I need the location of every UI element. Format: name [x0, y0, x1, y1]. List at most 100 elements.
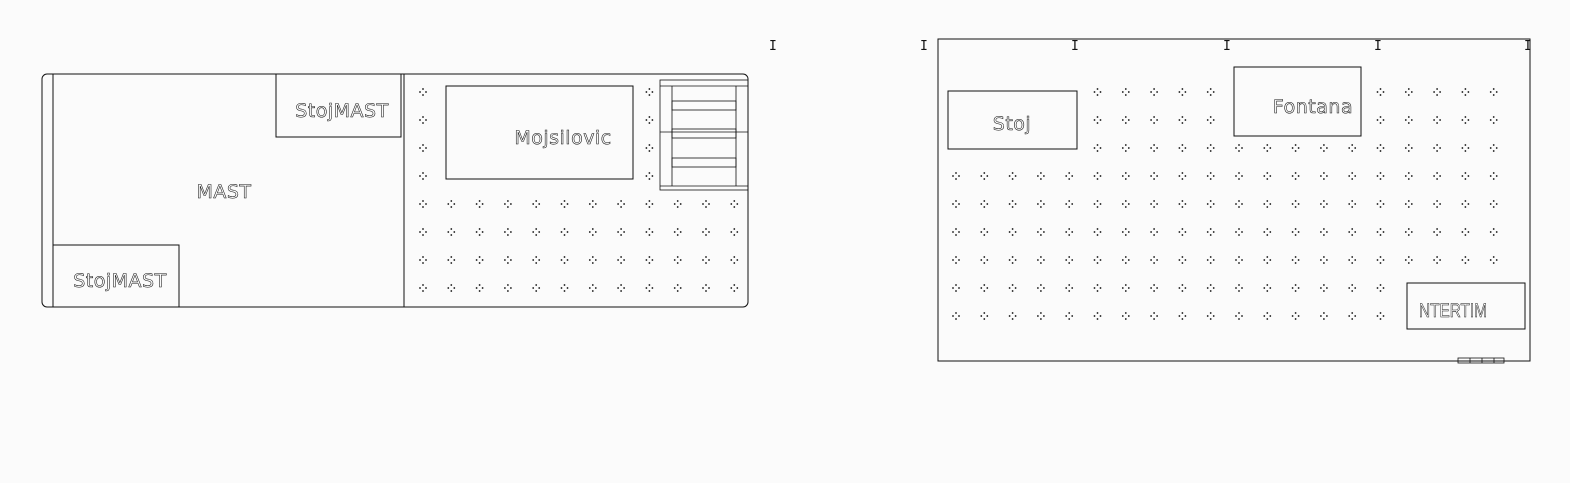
stand-mark	[1121, 312, 1130, 320]
stand-mark	[588, 284, 597, 292]
stand-mark	[475, 228, 484, 236]
stand-mark	[1206, 144, 1215, 152]
stand-mark	[1235, 172, 1243, 180]
stand-mark	[952, 284, 960, 292]
stand-mark	[447, 228, 456, 236]
stand-mark	[1461, 172, 1470, 180]
stand-mark	[702, 284, 710, 292]
stand-mark	[1263, 144, 1272, 152]
stand-mark	[1376, 284, 1385, 292]
stand-mark	[1065, 228, 1074, 236]
stand-mark	[980, 312, 989, 320]
stand-mark	[1206, 256, 1215, 264]
stand-mark	[645, 88, 654, 96]
stand-mark	[1008, 200, 1017, 208]
stand-mark	[1178, 88, 1187, 96]
stand-mark	[588, 228, 597, 236]
marker-2: I	[920, 39, 928, 54]
stand-mark	[1489, 116, 1498, 124]
stand-mark	[730, 256, 739, 264]
stand-mark	[1404, 256, 1413, 264]
stand-mark	[1037, 312, 1045, 320]
stand-mark	[673, 284, 682, 292]
mast-label: MAST	[196, 181, 251, 203]
stand-mark	[1433, 144, 1441, 152]
stand-mark	[1121, 200, 1130, 208]
stand-mark	[673, 200, 682, 208]
stand-mark	[980, 200, 989, 208]
stand-mark	[1489, 228, 1498, 236]
stand-mark	[1489, 256, 1498, 264]
stand-mark	[1008, 172, 1017, 180]
stand-mark	[1178, 228, 1187, 236]
stand-mark	[1320, 312, 1328, 320]
stand-mark	[504, 200, 512, 208]
stand-mark	[1150, 116, 1158, 124]
stand-mark	[1376, 144, 1385, 152]
stoj-mast-bottom-label: StojMAST	[73, 270, 166, 292]
stand-mark	[1320, 228, 1328, 236]
stand-mark	[645, 144, 654, 152]
stand-mark	[1348, 144, 1357, 152]
stand-mark	[1093, 116, 1102, 124]
stand-mark	[1093, 256, 1102, 264]
stand-mark	[1065, 172, 1074, 180]
ntertim-label: NTERTIM	[1419, 301, 1487, 322]
stand-mark	[1093, 312, 1102, 320]
stand-mark	[645, 284, 654, 292]
stand-mark	[1433, 116, 1441, 124]
stand-mark	[1461, 228, 1470, 236]
stand-mark	[560, 200, 569, 208]
stand-mark	[1291, 228, 1300, 236]
stand-mark	[1008, 312, 1017, 320]
stand-mark	[447, 284, 456, 292]
stand-mark	[1178, 256, 1187, 264]
stand-mark	[1178, 200, 1187, 208]
stand-mark	[1121, 144, 1130, 152]
stand-mark	[1263, 200, 1272, 208]
stand-mark	[1433, 256, 1441, 264]
right-plan: I I I I I I Stoj Fontana NTERTIM	[769, 38, 1532, 364]
marker-4: I	[1223, 39, 1231, 54]
stand-mark	[419, 200, 427, 208]
stand-mark	[1235, 144, 1243, 152]
stand-mark	[475, 200, 484, 208]
stand-mark	[1235, 200, 1243, 208]
stand-mark	[1263, 172, 1272, 180]
stand-mark	[588, 200, 597, 208]
mojsilovic-label: Mojsilovic	[514, 127, 611, 149]
stand-mark	[1433, 88, 1441, 96]
stoj-mast-top-box	[275, 73, 402, 138]
stand-mark	[1235, 284, 1243, 292]
stand-mark	[1206, 116, 1215, 124]
stand-mark	[1008, 284, 1017, 292]
stand-mark	[419, 228, 427, 236]
stand-mark	[1433, 172, 1441, 180]
stand-mark	[702, 200, 710, 208]
stand-mark	[730, 284, 739, 292]
stand-mark	[1008, 256, 1017, 264]
stand-mark	[560, 256, 569, 264]
stand-mark	[419, 256, 427, 264]
stand-mark	[419, 116, 427, 124]
stand-mark	[419, 172, 427, 180]
stand-mark	[1404, 116, 1413, 124]
stand-mark	[1178, 172, 1187, 180]
stand-mark	[1489, 88, 1498, 96]
stand-mark	[1093, 228, 1102, 236]
stand-mark	[1121, 228, 1130, 236]
stand-mark	[1291, 144, 1300, 152]
stand-mark	[1178, 116, 1187, 124]
stand-mark	[1065, 256, 1074, 264]
stand-mark	[952, 172, 960, 180]
stand-mark	[1320, 284, 1328, 292]
stand-mark	[1291, 256, 1300, 264]
stand-mark	[1376, 256, 1385, 264]
stand-mark	[1206, 88, 1215, 96]
stand-mark	[1263, 228, 1272, 236]
scale-bar	[1457, 357, 1505, 364]
stoj-box	[947, 90, 1078, 150]
stand-mark	[1121, 172, 1130, 180]
right-plan-outline	[937, 38, 1531, 362]
stand-mark	[645, 116, 654, 124]
